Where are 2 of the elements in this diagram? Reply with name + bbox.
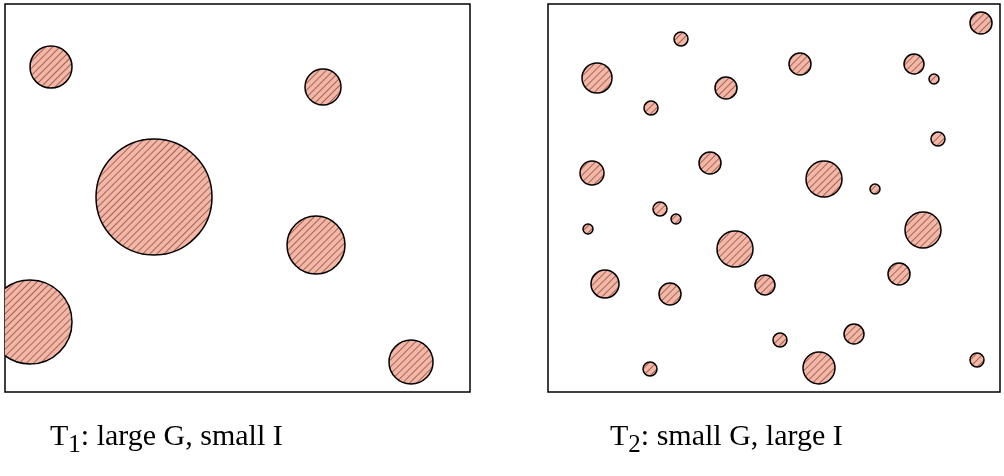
panel-caption: T$_{2}$: small G, large I <box>610 418 843 458</box>
panel-caption: T$_{1}$: large G, small I <box>50 418 283 458</box>
